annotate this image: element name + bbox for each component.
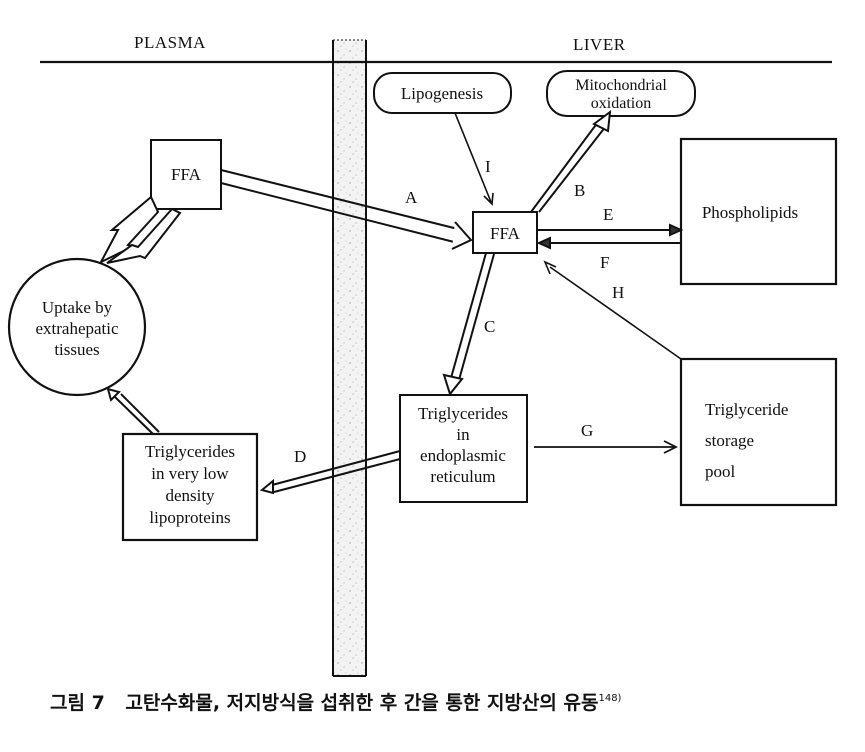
node-tg-er-line-4: reticulum — [430, 467, 495, 486]
node-lipogenesis: Lipogenesis — [373, 72, 512, 114]
node-lipogenesis-label: Lipogenesis — [401, 84, 483, 103]
node-ffa-liver-label: FFA — [490, 224, 521, 243]
node-phospholipids-label: Phospholipids — [702, 203, 798, 222]
node-tg-pool-line-2: storage — [705, 431, 754, 450]
node-tg-er-line-3: endoplasmic — [420, 446, 506, 465]
arrow-ffa-to-uptake — [98, 195, 182, 265]
arrow-a — [220, 169, 473, 250]
arrow-vldl-to-uptake — [106, 387, 160, 435]
arrow-b — [530, 109, 612, 213]
node-mito-line-1: Mitochondrial — [575, 77, 667, 94]
node-tg-er-line-2: in — [456, 425, 470, 444]
arrow-i — [454, 112, 494, 206]
arrow-d — [259, 450, 401, 495]
node-uptake-line-3: tissues — [54, 340, 99, 359]
node-mito-line-2: oxidation — [591, 95, 651, 112]
arrow-e-label: E — [603, 205, 613, 224]
node-phospholipids: Phospholipids — [679, 137, 838, 286]
node-tg-vldl-line-3: density — [165, 486, 215, 505]
node-tg-vldl: Triglycerides in very low density lipopr… — [121, 432, 259, 542]
node-tg-storage-pool: Triglyceride storage pool — [679, 357, 838, 507]
arrow-c-label: C — [484, 317, 495, 336]
node-uptake-line-1: Uptake by — [42, 298, 113, 317]
node-ffa-liver: FFA — [472, 211, 538, 254]
figure-number: 그림 7 — [50, 692, 105, 714]
arrow-g-label: G — [581, 421, 593, 440]
arrow-e — [537, 223, 684, 237]
arrow-h — [543, 260, 682, 360]
arrow-h-label: H — [612, 283, 624, 302]
figure-caption-text: 고탄수화물, 저지방식을 섭취한 후 간을 통한 지방산의 유동 — [125, 692, 599, 714]
arrow-b-label: B — [574, 181, 585, 200]
arrow-i-label: I — [485, 157, 491, 176]
node-ffa-plasma-label: FFA — [171, 165, 202, 184]
region-plasma-label: PLASMA — [134, 33, 206, 52]
figure-caption-reference: 148) — [598, 693, 622, 704]
node-ffa-plasma: FFA — [150, 139, 222, 210]
arrow-c — [442, 252, 495, 397]
arrow-f — [536, 236, 681, 250]
node-tg-vldl-line-2: in very low — [151, 464, 229, 483]
node-mitochondrial-oxidation: Mitochondrial oxidation — [546, 70, 696, 117]
arrow-a-label: A — [405, 188, 418, 207]
membrane-band — [332, 39, 367, 677]
node-tg-endoplasmic-reticulum: Triglycerides in endoplasmic reticulum — [399, 394, 528, 503]
node-uptake-extrahepatic: Uptake by extrahepatic tissues — [7, 257, 147, 397]
arrow-f-label: F — [600, 253, 609, 272]
node-tg-vldl-line-4: lipoproteins — [149, 508, 230, 527]
node-uptake-line-2: extrahepatic — [35, 319, 119, 338]
node-tg-pool-line-1: Triglyceride — [705, 400, 788, 419]
node-tg-vldl-line-1: Triglycerides — [145, 442, 235, 461]
figure-caption: 그림 7 고탄수화물, 저지방식을 섭취한 후 간을 통한 지방산의 유동148… — [50, 688, 850, 715]
node-tg-er-line-1: Triglycerides — [418, 404, 508, 423]
region-liver-label: LIVER — [573, 35, 626, 54]
arrow-d-label: D — [294, 447, 306, 466]
arrow-g — [534, 440, 679, 454]
node-tg-pool-line-3: pool — [705, 462, 736, 481]
